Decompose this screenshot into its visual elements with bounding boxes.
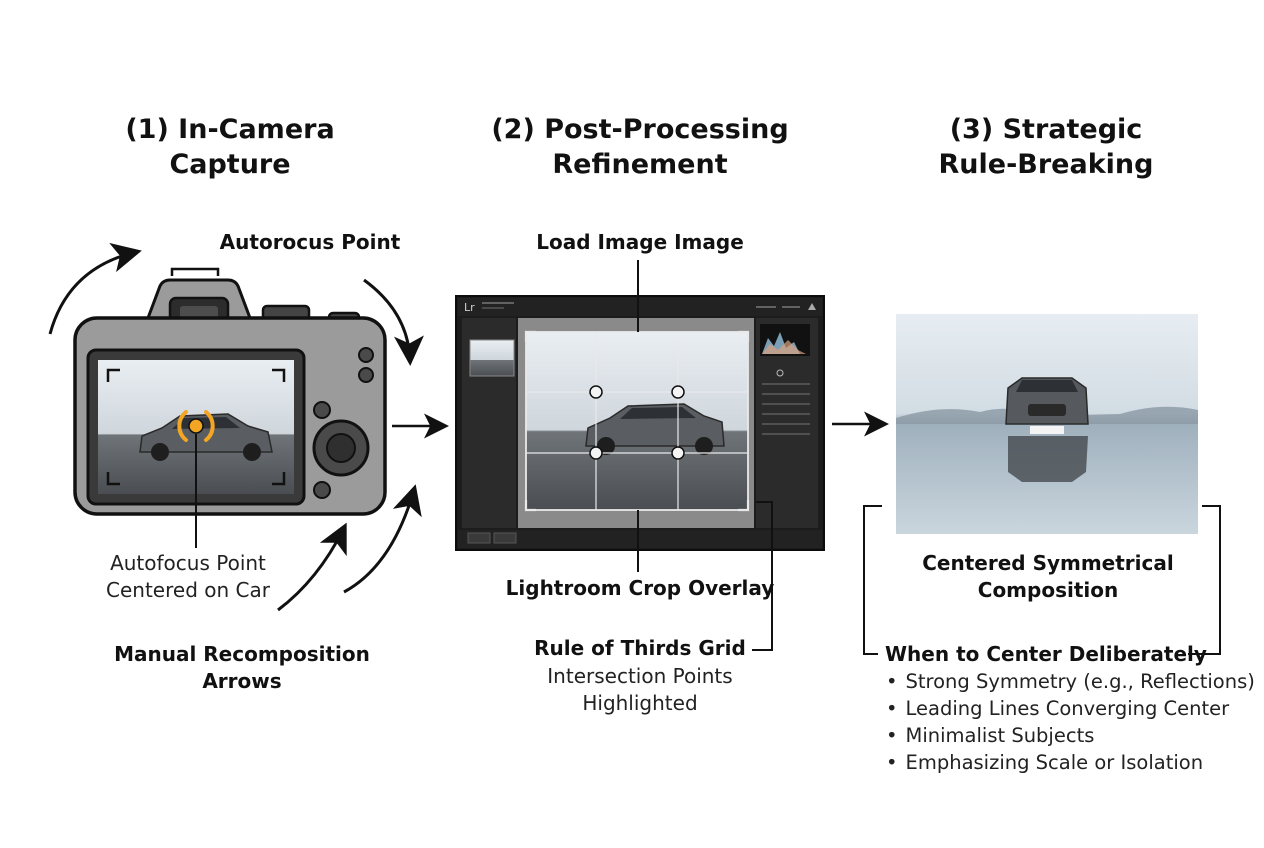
centering-reasons-list: Strong Symmetry (e.g., Reflections) Lead… (886, 668, 1255, 776)
curved-arrow-icon (277, 522, 347, 612)
composition-label: Centered Symmetrical Composition (922, 551, 1174, 602)
intersection-point-icon (671, 446, 685, 460)
autofocus-top-label: Autorocus Point (219, 230, 401, 254)
list-item: Strong Symmetry (e.g., Reflections) (886, 668, 1255, 695)
toolbar-button[interactable] (493, 532, 517, 544)
center-deliberately-heading: When to Center Deliberately (885, 642, 1207, 666)
crop-overlay-label: Lightroom Crop Overlay (505, 576, 775, 600)
list-item: Emphasizing Scale or Isolation (886, 749, 1255, 776)
car-in-lightroom (585, 403, 725, 455)
car-on-screen (139, 413, 273, 461)
autofocus-point-icon (177, 410, 215, 442)
intersection-points (589, 385, 685, 460)
list-item: Leading Lines Converging Center (886, 695, 1255, 722)
button-icon (358, 367, 374, 383)
recomposition-arrows-label: Manual Recomposition Arrows (114, 642, 370, 693)
symmetrical-photo (896, 314, 1198, 534)
button-icon (313, 481, 331, 499)
recomposition-arrows (48, 242, 424, 612)
crop-handles[interactable] (524, 330, 750, 512)
rule-of-thirds-label: Rule of Thirds Grid (534, 636, 746, 660)
photo-bracket (863, 505, 1221, 655)
list-item: Minimalist Subjects (886, 722, 1255, 749)
car-reflection (1008, 436, 1088, 482)
stage-1-title: (1) In-Camera Capture (125, 114, 335, 180)
button-icon (358, 347, 374, 363)
intersection-points-label: Intersection Points Highlighted (547, 664, 733, 715)
camera-illustration (73, 267, 387, 516)
hot-shoe (170, 267, 220, 276)
intersection-point-icon (671, 385, 685, 399)
lightroom-logo: Lr (464, 301, 475, 314)
curved-arrow-icon (48, 242, 142, 335)
filmstrip-thumbnail[interactable] (469, 339, 515, 377)
curved-arrow-icon (363, 278, 424, 366)
stage-2-title: (2) Post-Processing Refinement (491, 114, 789, 180)
focus-frame-brackets (106, 368, 286, 486)
load-image-label: Load Image Image (536, 230, 744, 254)
stage-3-title: (3) Strategic Rule-Breaking (938, 114, 1154, 180)
lightroom-window (455, 295, 825, 551)
intersection-point-icon (589, 446, 603, 460)
rule-of-thirds-grid (526, 332, 748, 510)
toolbar-button[interactable] (467, 532, 491, 544)
intersection-point-icon (589, 385, 603, 399)
button-icon (313, 401, 331, 419)
lightroom-callouts (637, 260, 773, 651)
curved-arrow-icon (343, 484, 422, 594)
develop-sliders[interactable] (762, 383, 810, 435)
autofocus-callout-label: Autofocus Point Centered on Car (106, 551, 270, 602)
